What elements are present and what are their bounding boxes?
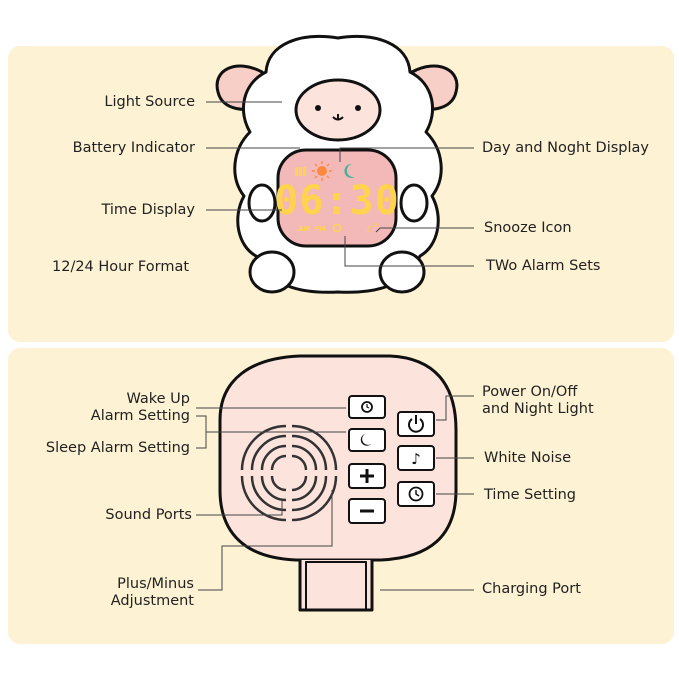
- moon-icon: [344, 163, 355, 178]
- label-wake-up-line1: Wake Up: [126, 391, 190, 407]
- label-hour-format: 12/24 Hour Format: [52, 259, 190, 275]
- clock-screen: [276, 148, 398, 248]
- left-arm: [247, 183, 277, 223]
- battery-icon: [295, 167, 306, 176]
- right-foot: [378, 250, 426, 294]
- svg-text:♪: ♪: [411, 450, 421, 468]
- plus-button[interactable]: [348, 463, 386, 489]
- time-digits: 06:30: [274, 178, 399, 224]
- label-wake-up-line2: Alarm Setting: [90, 408, 190, 424]
- sheep-front: [215, 35, 459, 294]
- label-sleep-alarm: Sleep Alarm Setting: [45, 440, 190, 456]
- white-noise-button[interactable]: ♪: [397, 445, 435, 471]
- wake-alarm-button[interactable]: [348, 395, 386, 419]
- pm-indicator: PM: [314, 225, 326, 233]
- sheep-face: [294, 78, 382, 142]
- top-leaders: [206, 101, 474, 267]
- screen-content: 06:30 AM PM ♪ z: [274, 161, 399, 235]
- alarm-1-icon: [332, 223, 342, 233]
- sun-icon: [312, 161, 332, 181]
- am-indicator: AM: [298, 225, 310, 233]
- label-power-line1: Power On/Off: [482, 384, 578, 400]
- right-arm: [399, 183, 429, 223]
- label-white-noise: White Noise: [484, 450, 571, 466]
- label-two-alarm-sets: TWo Alarm Sets: [486, 258, 601, 274]
- label-plus-minus-line2: Adjustment: [110, 593, 194, 609]
- label-time-setting: Time Setting: [484, 487, 577, 503]
- time-setting-button[interactable]: [397, 481, 435, 507]
- charging-port: [298, 560, 374, 612]
- bottom-leaders: [196, 395, 474, 591]
- svg-text:z: z: [374, 222, 378, 229]
- sleep-alarm-button[interactable]: [348, 428, 386, 452]
- snooze-glyph: ♪: [366, 225, 372, 235]
- label-sound-ports: Sound Ports: [105, 507, 192, 523]
- minus-button[interactable]: [348, 498, 386, 524]
- label-time-display: Time Display: [101, 202, 195, 218]
- label-plus-minus-line1: Plus/Minus: [117, 576, 194, 592]
- label-charging-port: Charging Port: [482, 581, 581, 597]
- label-battery-indicator: Battery Indicator: [72, 140, 195, 156]
- label-snooze-icon: Snooze Icon: [484, 220, 572, 236]
- label-power-line2: and Night Light: [482, 401, 594, 417]
- control-buttons: ♪: [348, 395, 435, 524]
- label-light-source: Light Source: [104, 94, 195, 110]
- speaker-grille: [240, 424, 338, 522]
- left-foot: [248, 250, 296, 294]
- power-button[interactable]: [397, 411, 435, 437]
- label-day-night-display: Day and Noght Display: [482, 140, 649, 156]
